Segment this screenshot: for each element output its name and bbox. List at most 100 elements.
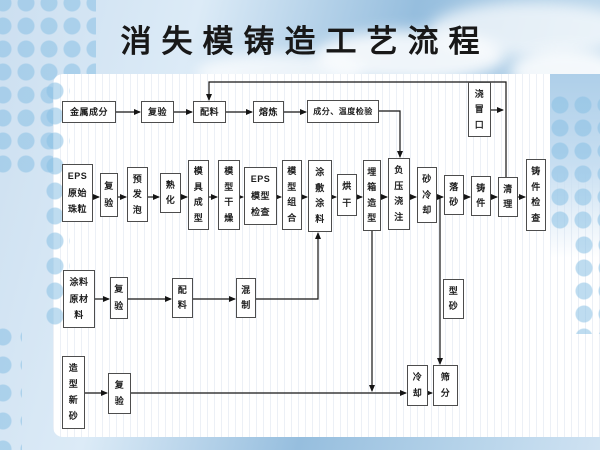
node-line: 涂料 — [69, 277, 89, 288]
node-line: 预 — [132, 173, 143, 184]
node-line: 落 — [449, 181, 459, 192]
node-vacuum-pouring: 负压浇注 — [388, 158, 410, 230]
node-cleaning: 清理 — [498, 177, 518, 217]
node-line: 料 — [177, 300, 188, 311]
node-line: 模型 — [250, 190, 270, 201]
node-line: 筛 — [440, 372, 451, 382]
node-line: 涂 — [315, 166, 325, 177]
node-baking: 烘干 — [337, 174, 357, 216]
node-apply-coating: 涂敷涂料 — [308, 160, 332, 232]
node-eps-raw-beads: EPS 原始珠粒 — [62, 164, 93, 222]
node-line: 熟 — [165, 179, 176, 190]
node-line: 干 — [224, 197, 234, 208]
node-batching-metal: 配料 — [193, 101, 226, 123]
node-line: 砂 — [68, 411, 79, 421]
node-line: 件 — [476, 198, 486, 209]
node-sieving: 筛分 — [433, 365, 458, 406]
node-line: 却 — [412, 388, 423, 398]
node-line: 冒 — [474, 104, 485, 114]
node-line: 模 — [287, 166, 297, 177]
node-line: 金属成分 — [69, 106, 108, 117]
node-line: 型 — [68, 379, 79, 389]
node-composition-temp-check: 成分、温度检验 — [307, 100, 379, 123]
node-line: 型 — [193, 212, 204, 223]
node-line: 查 — [531, 213, 541, 224]
node-sand-cooling: 砂冷却 — [417, 167, 437, 223]
node-line: 分 — [440, 388, 451, 398]
edge-check-to-vacuum-pouring — [379, 110, 403, 158]
node-batching-coating: 配料 — [172, 278, 193, 318]
node-line: 砂 — [448, 301, 459, 312]
node-line: 验 — [114, 300, 124, 311]
edge-cleaning-recycle-to-batching — [206, 81, 507, 177]
node-gate-riser: 浇冒口 — [468, 82, 491, 137]
node-shakeout: 落砂 — [444, 175, 464, 215]
node-line: 发 — [132, 189, 143, 199]
node-recheck-eps: 复验 — [100, 173, 118, 217]
node-line: 原始 — [67, 187, 87, 198]
node-line: 模 — [224, 166, 234, 177]
node-line: 理 — [503, 199, 513, 210]
node-line: 注 — [394, 212, 404, 223]
node-line: 浇 — [394, 196, 404, 207]
node-line: 埋 — [367, 166, 377, 177]
cloud-shape — [430, 2, 600, 57]
node-line: 烘 — [342, 181, 352, 192]
node-line: 干 — [342, 197, 352, 208]
node-line: 型 — [367, 213, 377, 224]
node-line: 型 — [287, 181, 297, 192]
node-line: 配 — [177, 284, 188, 295]
node-line: 原材 — [69, 293, 89, 304]
node-line: 检查 — [250, 206, 270, 217]
node-line: 浇 — [474, 88, 485, 99]
node-casting: 铸件 — [471, 176, 491, 216]
node-pattern-assembly: 模型组合 — [282, 160, 302, 230]
node-line: 料 — [74, 309, 84, 320]
node-line: 砂 — [449, 197, 459, 208]
node-cooling: 冷却 — [407, 365, 428, 406]
node-eps-pattern-check: EPS 模型检查 — [244, 167, 277, 225]
node-line: 复 — [114, 284, 124, 295]
node-line: 敷 — [315, 182, 325, 193]
node-line: 铸 — [531, 165, 541, 176]
node-line: EPS — [67, 171, 88, 182]
node-line: 成 — [193, 197, 204, 208]
node-flask-molding: 埋箱造型 — [363, 160, 381, 231]
node-line: 新 — [68, 395, 79, 405]
node-line: 压 — [394, 180, 404, 191]
node-line: 珠粒 — [67, 203, 87, 214]
node-pre-foaming: 预发泡 — [127, 167, 148, 222]
node-line: 验 — [114, 396, 125, 406]
node-line: 铸 — [476, 182, 486, 193]
node-line: 涂 — [315, 198, 325, 209]
node-line: 造 — [68, 363, 79, 373]
node-line: 配料 — [199, 106, 219, 117]
node-line: 箱 — [367, 182, 377, 193]
node-line: 件 — [531, 181, 541, 192]
node-mixing: 混制 — [236, 278, 256, 318]
node-line: 复验 — [147, 106, 167, 117]
node-recheck-metal: 复验 — [141, 101, 174, 123]
node-line: 却 — [422, 205, 432, 216]
node-line: 熔炼 — [258, 106, 278, 117]
node-line: 口 — [474, 119, 485, 130]
node-line: 造 — [367, 197, 377, 208]
node-metal-composition: 金属成分 — [62, 101, 116, 123]
node-line: 冷 — [412, 372, 423, 382]
node-line: 型 — [448, 285, 459, 296]
node-line: 具 — [193, 181, 204, 192]
node-line: 泡 — [132, 204, 143, 215]
node-recheck-coating: 复验 — [110, 277, 128, 319]
node-line: 验 — [104, 198, 114, 208]
node-line: EPS — [250, 174, 271, 185]
node-line: 型 — [224, 181, 234, 192]
node-line: 复 — [104, 181, 114, 191]
node-line: 冷 — [422, 189, 432, 200]
node-coating-raw-materials: 涂料原材料 — [63, 270, 95, 328]
node-line: 负 — [394, 164, 404, 175]
node-line: 检 — [531, 197, 541, 208]
node-line: 组 — [287, 197, 297, 208]
